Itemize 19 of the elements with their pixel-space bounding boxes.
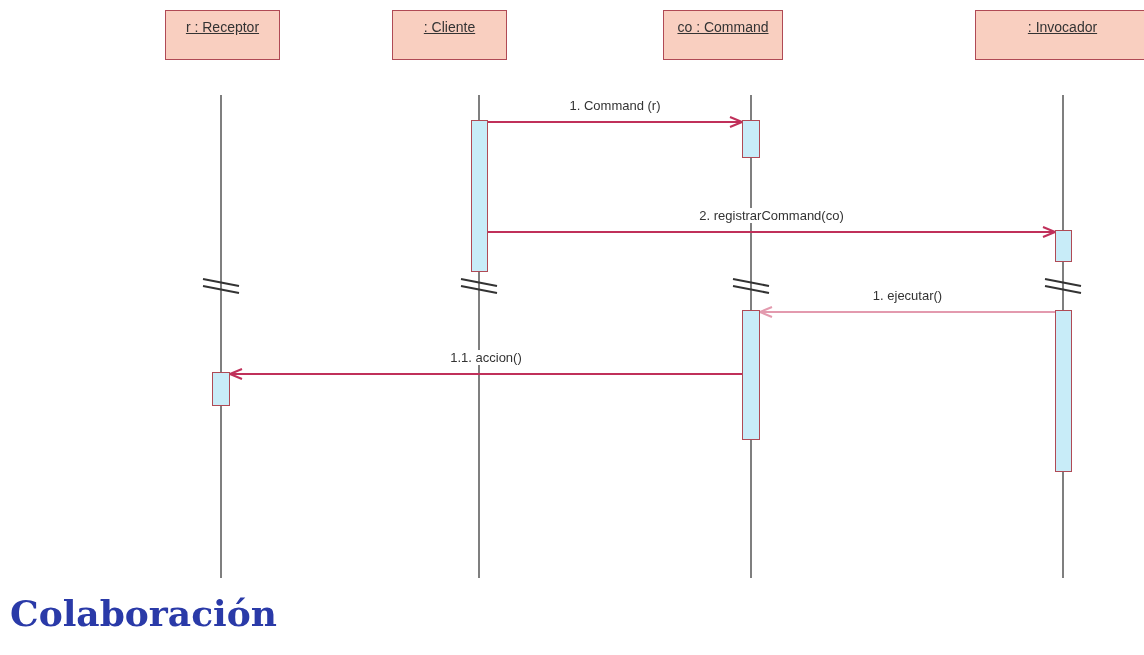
object-box: : Invocador bbox=[975, 10, 1144, 60]
activation-bar bbox=[471, 120, 488, 272]
message-label: 2. registrarCommand(co) bbox=[697, 208, 846, 223]
activation-bar bbox=[742, 120, 760, 158]
object-box: r : Receptor bbox=[165, 10, 280, 60]
message-arrow bbox=[229, 368, 743, 380]
activation-bar bbox=[1055, 230, 1072, 262]
activation-bar bbox=[212, 372, 230, 406]
message-label: 1. ejecutar() bbox=[870, 288, 945, 303]
activation-bar bbox=[1055, 310, 1072, 472]
message-arrow bbox=[487, 226, 1056, 238]
object-box: : Cliente bbox=[392, 10, 507, 60]
object-box: co : Command bbox=[663, 10, 783, 60]
message-label: 1. Command (r) bbox=[567, 98, 663, 113]
message-label: 1.1. accion() bbox=[448, 350, 524, 365]
title: Colaboración bbox=[10, 592, 277, 634]
message-arrow bbox=[759, 306, 1056, 318]
activation-bar bbox=[742, 310, 760, 440]
message-arrow bbox=[487, 116, 743, 128]
